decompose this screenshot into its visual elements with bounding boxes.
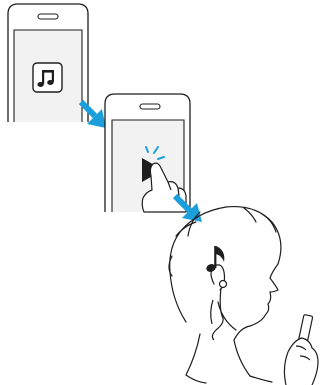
music-app-icon xyxy=(33,63,62,92)
hand-with-phone xyxy=(284,314,318,385)
listener-face xyxy=(234,264,278,340)
listener-hair xyxy=(170,207,281,322)
earbud xyxy=(220,281,227,288)
earphone-cable xyxy=(212,288,223,340)
earphones xyxy=(211,281,227,341)
holding-hand xyxy=(284,338,318,385)
listener xyxy=(169,207,281,383)
phone-1 xyxy=(8,4,88,122)
music-note-icon xyxy=(205,246,224,273)
